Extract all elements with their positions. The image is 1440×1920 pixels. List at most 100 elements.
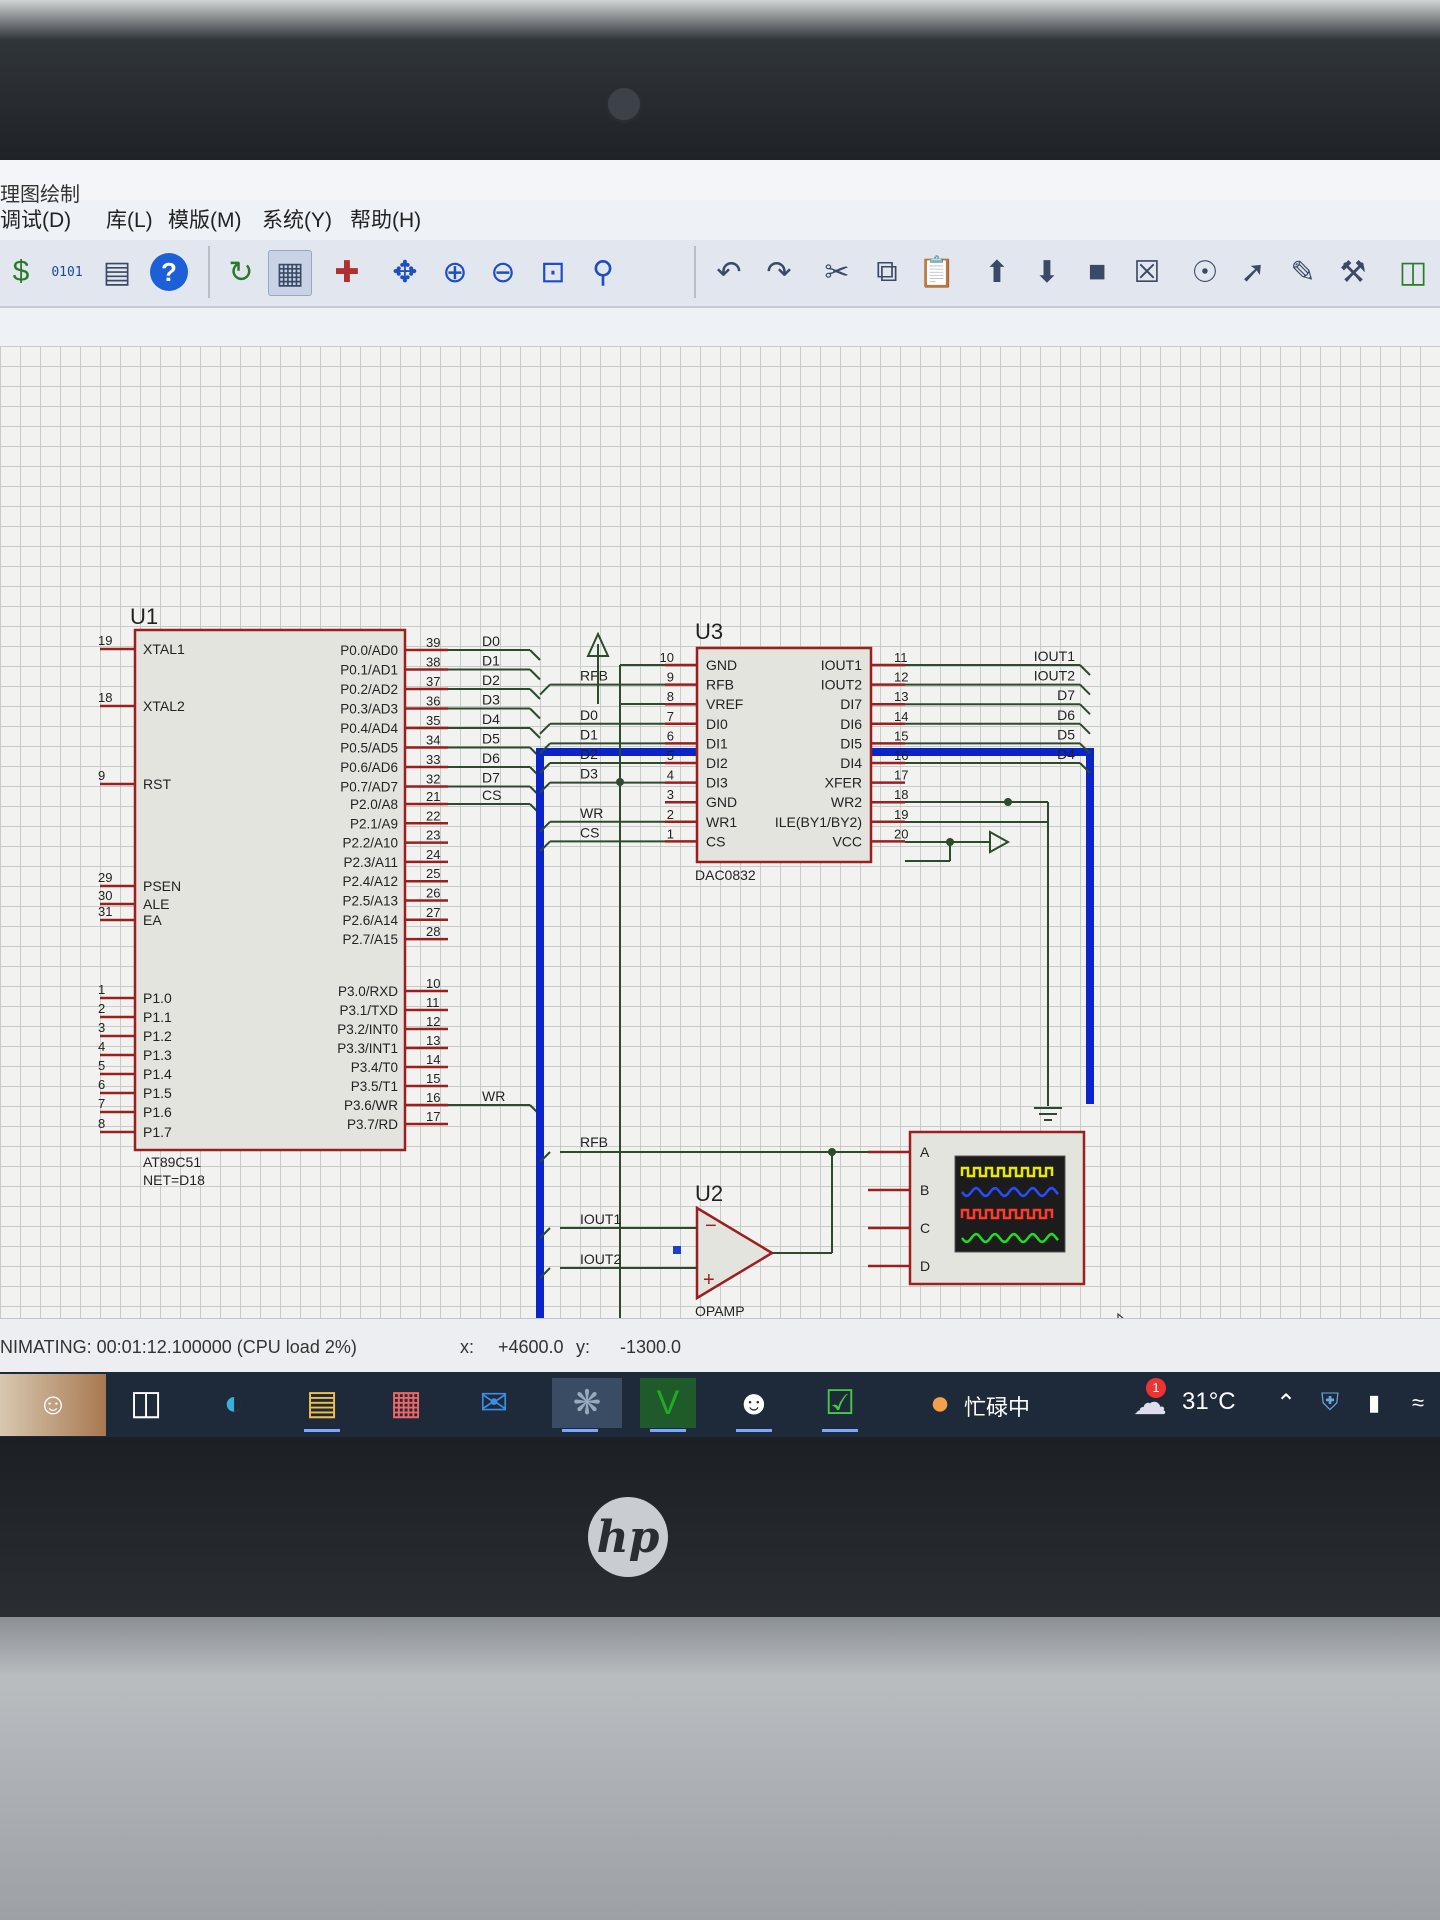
u1-pin-num-37: 37	[426, 674, 440, 689]
u3-part: DAC0832	[695, 867, 756, 883]
ie-icon[interactable]: ☑	[812, 1378, 868, 1432]
menu-system[interactable]: 系统(Y)	[262, 209, 332, 232]
bus-entry	[529, 649, 541, 661]
refresh-icon[interactable]: ↻	[228, 255, 254, 289]
scope-channel-C: C	[920, 1220, 930, 1236]
taskview-icon[interactable]: ◫	[129, 1384, 163, 1422]
u1-pin-num-38: 38	[426, 655, 440, 670]
shield-icon[interactable]: ⛨	[1321, 1389, 1339, 1416]
u1-pin-name-32: P0.7/AD7	[340, 780, 398, 795]
package-tool-icon[interactable]: ✎	[1290, 255, 1316, 289]
bus-entry	[1079, 683, 1091, 696]
bus-entry	[539, 762, 551, 774]
undo-icon[interactable]: ↶	[716, 255, 742, 289]
u3-pin-name-2: WR1	[706, 814, 737, 830]
scope-channel-A: A	[920, 1144, 930, 1160]
u1-pin-num-1: 1	[98, 982, 105, 997]
u1-pin-name-28: P2.7/A15	[342, 932, 398, 947]
bus-entry	[539, 840, 551, 853]
dollar-icon[interactable]: $	[12, 255, 30, 288]
bus-entry	[539, 1267, 551, 1279]
u3-pin-name-17: XFER	[825, 775, 862, 791]
pan-icon[interactable]: ✥	[392, 255, 418, 289]
cut-icon[interactable]: ✂	[824, 255, 850, 289]
zoom-out-icon[interactable]: ⊖	[490, 255, 516, 289]
u1-pin-name-37: P0.2/AD2	[340, 682, 398, 697]
menu-help[interactable]: 帮助(H)	[350, 209, 422, 232]
u1-pin-name-26: P2.5/A13	[342, 894, 398, 909]
grid-icon[interactable]: ▦	[268, 250, 312, 296]
u1-pin-num-27: 27	[426, 905, 440, 920]
toolbar-separator	[694, 246, 696, 298]
mail-icon[interactable]: ✉	[479, 1384, 509, 1422]
u1-pin-num-33: 33	[426, 752, 440, 767]
u1-pin-num-17: 17	[426, 1109, 440, 1124]
u1-pin-num-11: 11	[426, 995, 440, 1010]
u3-pin-name-13: DI7	[840, 696, 862, 712]
u1-pin-num-7: 7	[98, 1096, 105, 1111]
u1-pin-name-14: P3.4/T0	[351, 1060, 398, 1075]
u3-net-label-RFB: RFB	[580, 668, 608, 684]
iout1-label: IOUT1	[580, 1211, 621, 1227]
avatar-icon[interactable]: ☺	[0, 1374, 106, 1436]
block-rotate-icon[interactable]: ■	[1087, 255, 1107, 288]
menu-debug[interactable]: 调试(D)	[0, 209, 72, 232]
wifi-icon[interactable]: ≈	[1411, 1390, 1425, 1415]
u1-pin-name-3: P1.2	[143, 1028, 172, 1044]
origin-icon[interactable]: ✚	[334, 255, 360, 289]
paste-icon[interactable]: 📋	[918, 255, 956, 289]
block-move-icon[interactable]: ⬇	[1034, 255, 1060, 289]
u1-pin-num-23: 23	[426, 828, 440, 843]
u1-pin-num-35: 35	[426, 713, 440, 728]
u1-pin-name-23: P2.2/A10	[342, 836, 398, 851]
chevron-up-icon[interactable]: ⌃	[1275, 1389, 1297, 1417]
redo-icon[interactable]: ↷	[766, 255, 792, 289]
explorer-icon[interactable]: ▤	[294, 1378, 350, 1432]
battery-icon[interactable]: ▮	[1367, 1390, 1381, 1415]
u1-pin-num-12: 12	[426, 1014, 440, 1029]
busy-status-label: 忙碌中	[964, 1395, 1031, 1420]
bus-entry	[1079, 742, 1091, 755]
u2-body	[695, 1205, 775, 1301]
menu-template[interactable]: 模版(M)	[168, 209, 242, 232]
zoom-in-icon[interactable]: ⊕	[442, 255, 468, 289]
binary-icon[interactable]: 0101	[51, 264, 83, 280]
u1-pin-num-29: 29	[98, 870, 112, 885]
u1-pin-num-14: 14	[426, 1052, 440, 1067]
junction-dot	[946, 838, 954, 846]
qq-icon[interactable]: ☻	[726, 1378, 782, 1432]
document-icon[interactable]: ▤	[102, 255, 132, 289]
netlist-icon[interactable]: ◫	[1398, 255, 1428, 289]
u3-pin-num-17: 17	[894, 768, 908, 783]
u1-pin-name-17: P3.7/RD	[347, 1117, 398, 1132]
make-device-icon[interactable]: ➚	[1240, 255, 1266, 289]
help-icon[interactable]: ?	[150, 253, 188, 291]
keil-icon[interactable]: V	[640, 1378, 696, 1432]
u1-pin-name-36: P0.3/AD3	[340, 702, 398, 717]
store-icon[interactable]: ▦	[389, 1384, 423, 1422]
copy-icon[interactable]: ⧉	[876, 255, 898, 288]
scope-channel-B: B	[920, 1182, 929, 1198]
zoom-area-icon[interactable]: ⚲	[592, 255, 614, 289]
u1-net-label-CS: CS	[482, 787, 501, 803]
proteus-icon[interactable]: ❋	[552, 1378, 622, 1432]
pick-device-icon[interactable]: ☉	[1191, 255, 1219, 289]
u1-net-label-D5: D5	[482, 731, 500, 747]
trace-b	[961, 1186, 1059, 1198]
status-bar: NIMATING: 00:01:12.100000 (CPU load 2%) …	[0, 1318, 1440, 1373]
u1-pin-num-15: 15	[426, 1071, 440, 1086]
mouse-cursor-icon	[1117, 1312, 1124, 1318]
u1-pin-num-2: 2	[98, 1001, 105, 1016]
zoom-all-icon[interactable]: ⊡	[540, 255, 566, 289]
decompose-icon[interactable]: ⚒	[1339, 255, 1367, 289]
u1-pin-num-9: 9	[98, 768, 105, 783]
u1-pin-num-10: 10	[426, 976, 440, 991]
bus-entry	[1079, 762, 1091, 774]
menu-library[interactable]: 库(L)	[106, 209, 153, 232]
u3-net-label-D6: D6	[1057, 707, 1075, 723]
u1-pin-num-22: 22	[426, 808, 440, 823]
block-copy-icon[interactable]: ⬆	[984, 255, 1010, 289]
block-delete-icon[interactable]: ☒	[1133, 255, 1161, 289]
edge-icon[interactable]: ◐	[223, 1383, 245, 1422]
